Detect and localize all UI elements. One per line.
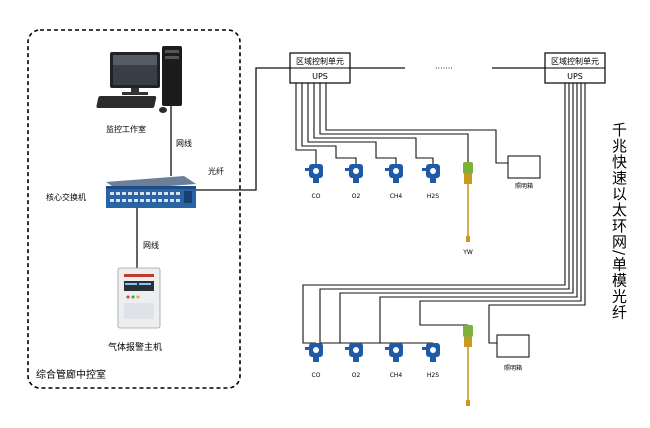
core-switch-icon [106, 176, 196, 208]
lower-lighting-box [496, 334, 530, 358]
lower-level-probe-icon [463, 325, 473, 406]
lower-sensor-ch4-label: CH4 [390, 372, 403, 379]
ring-ellipsis: ······· [435, 64, 453, 73]
level-probe-icon [463, 162, 473, 242]
alarm-host-label: 气体报警主机 [108, 341, 162, 353]
unit-left-title: 区域控制单元 [296, 56, 344, 66]
unit-right-ups: UPS [567, 72, 583, 81]
unit-left-ups: UPS [312, 72, 328, 81]
upper-sensor-o2-label: O2 [352, 193, 361, 200]
upper-lighting-label: 照明箱 [515, 182, 533, 190]
control-room-title: 综合管廊中控室 [36, 368, 106, 381]
lower-sensor-h2s-icon [422, 343, 440, 362]
fiber-link [196, 67, 290, 191]
upper-sensor-co-label: CO [312, 193, 321, 200]
lower-sensor-o2-label: O2 [352, 372, 361, 379]
switch-label: 核心交换机 [46, 192, 86, 202]
unit-right-title: 区域控制单元 [551, 56, 599, 66]
lower-sensor-co-label: CO [312, 372, 321, 379]
lower-lighting-label: 照明箱 [504, 364, 522, 372]
level-probe-label: YW [462, 249, 473, 256]
upper-sensor-h2s-label: H2S [427, 193, 439, 200]
lower-sensor-o2-icon [345, 343, 363, 362]
upper-sensor-o2-icon [345, 164, 363, 183]
network-type-label: 千兆快速以太环网/单模光纤 [610, 122, 628, 320]
control-room-frame [27, 29, 241, 389]
fiber-label: 光纤 [208, 166, 224, 176]
lower-sensor-co-icon [305, 343, 323, 362]
upper-lighting-box [507, 155, 541, 179]
upper-bus [295, 83, 508, 164]
workstation-link-label: 网线 [176, 138, 192, 148]
alarm-host-icon [117, 267, 161, 329]
alarm-link-label: 网线 [143, 240, 159, 250]
upper-sensor-ch4-label: CH4 [390, 193, 403, 200]
workstation-icon [96, 46, 182, 113]
lower-bus [302, 83, 586, 344]
upper-sensor-co-icon [305, 164, 323, 183]
upper-sensor-ch4-icon [385, 164, 403, 183]
workstation-label: 监控工作室 [106, 124, 146, 134]
upper-sensor-h2s-icon [422, 164, 440, 183]
lower-sensor-ch4-icon [385, 343, 403, 362]
lower-sensor-h2s-label: H2S [427, 372, 439, 379]
